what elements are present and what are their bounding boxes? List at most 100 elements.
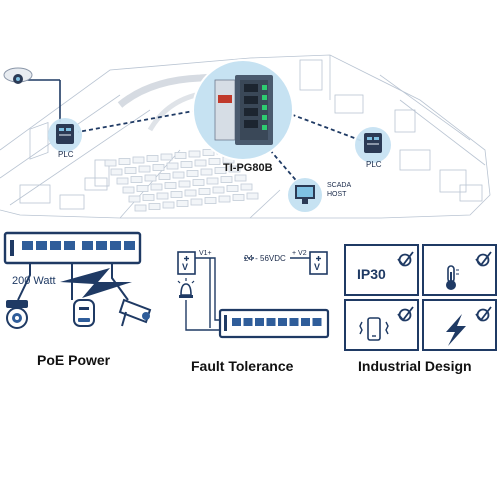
seat [212, 186, 225, 194]
network-links [77, 107, 366, 186]
ethernet-port [96, 241, 107, 250]
seat [214, 167, 227, 174]
seat [174, 152, 187, 159]
ethernet-port [312, 318, 322, 326]
seat [116, 177, 129, 185]
ethernet-port [301, 318, 310, 326]
switch-model-label: TI-PG80B [223, 162, 273, 174]
seat [128, 195, 141, 203]
seat [104, 159, 117, 167]
fault-tolerance-caption: Fault Tolerance [191, 358, 294, 374]
ethernet-port [243, 318, 253, 326]
scada-label-line2: HOST [327, 191, 347, 198]
ethernet-port [110, 241, 121, 250]
seat [206, 177, 219, 185]
seat [146, 155, 159, 162]
seat [226, 185, 239, 192]
plc-left-label: PLC [58, 150, 74, 159]
switch-icon [3, 231, 142, 265]
access-point-icon [73, 299, 95, 327]
voltage-range-label: 24 - 56VDC [244, 254, 286, 263]
ethernet-port [278, 318, 287, 326]
checkmark-icon [475, 251, 492, 267]
ethernet-port [289, 318, 299, 326]
seat [208, 158, 221, 165]
link-switch-to-right-plc [284, 111, 366, 143]
ethernet-port [255, 318, 264, 326]
camera-icon [6, 300, 28, 329]
v1-letter: V [182, 262, 189, 272]
ethernet-port [266, 318, 276, 326]
seat [234, 174, 247, 182]
poe-power-panel [3, 231, 152, 329]
camera-icon [3, 67, 33, 84]
checkmark-icon [397, 251, 414, 267]
seating-rows [104, 147, 259, 212]
seat [160, 153, 173, 161]
plc-right-label: PLC [366, 160, 382, 169]
power-source-v2 [309, 251, 328, 275]
watt-label: 200 Watt [12, 275, 56, 287]
ip30-tile [344, 244, 419, 296]
checkmark-icon [475, 306, 492, 322]
seat [188, 150, 201, 158]
seat [148, 203, 161, 210]
industrial-design-panel [344, 244, 497, 351]
ethernet-port [36, 241, 47, 250]
ethernet-port [124, 241, 135, 250]
vibration-tile [344, 299, 419, 351]
industrial-design-caption: Industrial Design [358, 358, 472, 374]
seat [204, 197, 217, 204]
temperature-tile [422, 244, 497, 296]
seat [180, 161, 193, 168]
plc-icon [48, 118, 82, 152]
lightning-icon [446, 314, 466, 346]
switch-icon [218, 308, 330, 339]
seat [162, 201, 175, 209]
seat [110, 168, 123, 176]
central-switch-bubble [192, 59, 294, 161]
thermometer-icon [446, 265, 459, 290]
v2-letter: V [314, 262, 321, 272]
checkmark-icon [397, 306, 414, 322]
ethernet-port [50, 241, 61, 250]
ethernet-port [232, 318, 241, 326]
power-source-v1 [177, 251, 196, 275]
seat [220, 176, 233, 183]
seat [176, 200, 189, 207]
seat [122, 186, 135, 194]
ethernet-port [82, 241, 93, 250]
ethernet-port [64, 241, 75, 250]
ethernet-port [22, 241, 33, 250]
seat [246, 192, 259, 200]
poe-power-caption: PoE Power [37, 352, 111, 368]
ip30-label: IP30 [357, 266, 386, 282]
seat [144, 174, 157, 182]
scada-label-line1: SCADA [327, 182, 352, 189]
vibration-icon [359, 317, 389, 341]
fault-tolerance-panel [177, 251, 330, 339]
seat [198, 188, 211, 195]
seat [170, 191, 183, 198]
seat [232, 194, 245, 201]
seat [158, 173, 171, 180]
link-switch-to-scada [269, 149, 301, 186]
seat [130, 176, 143, 183]
seat [118, 158, 131, 165]
seat [228, 165, 241, 173]
v2-tag: + V2 [292, 250, 307, 257]
seat [150, 183, 163, 191]
camera-icon [118, 298, 152, 327]
seat [192, 179, 205, 186]
surge-tile [422, 299, 497, 351]
seat [172, 171, 185, 179]
seat [218, 195, 231, 203]
seat [138, 165, 151, 173]
seat [186, 170, 199, 177]
lightning-icon [60, 268, 132, 298]
seat [178, 180, 191, 188]
seat [202, 149, 215, 156]
seat [134, 204, 147, 212]
seat [200, 168, 213, 176]
